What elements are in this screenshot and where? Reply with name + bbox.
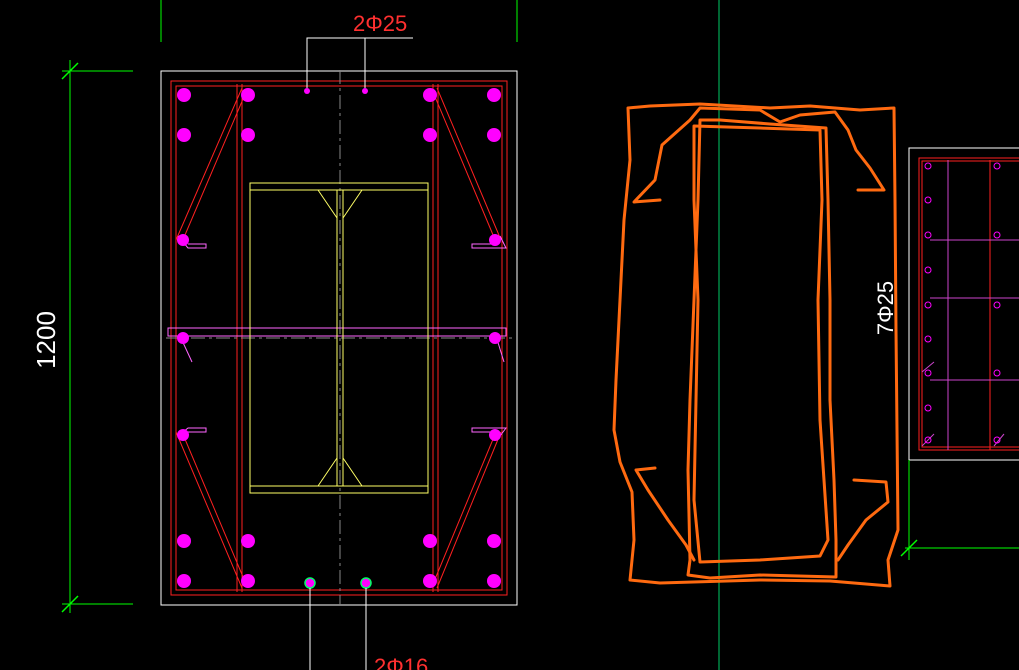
steel-i-section [249, 182, 429, 494]
right-dimension-fragment [900, 460, 1019, 560]
bottom-rebar-label: 2Φ16 [374, 654, 428, 670]
column-outline [160, 70, 518, 606]
right-rebar-label: 7Φ25 [873, 281, 898, 335]
top-rebar-leader [306, 37, 413, 88]
partial-section-right [908, 147, 1019, 461]
orange-markup [612, 102, 900, 588]
bottom-rebar-leader [309, 588, 367, 670]
dimension-1200: 1200 [31, 60, 133, 613]
top-rebar-label: 2Φ25 [353, 11, 407, 36]
diagonal-ties [175, 87, 502, 589]
rebar-dots [177, 88, 501, 588]
dimension-label-1200: 1200 [31, 311, 61, 369]
bottom-small-rebars [304, 577, 372, 589]
